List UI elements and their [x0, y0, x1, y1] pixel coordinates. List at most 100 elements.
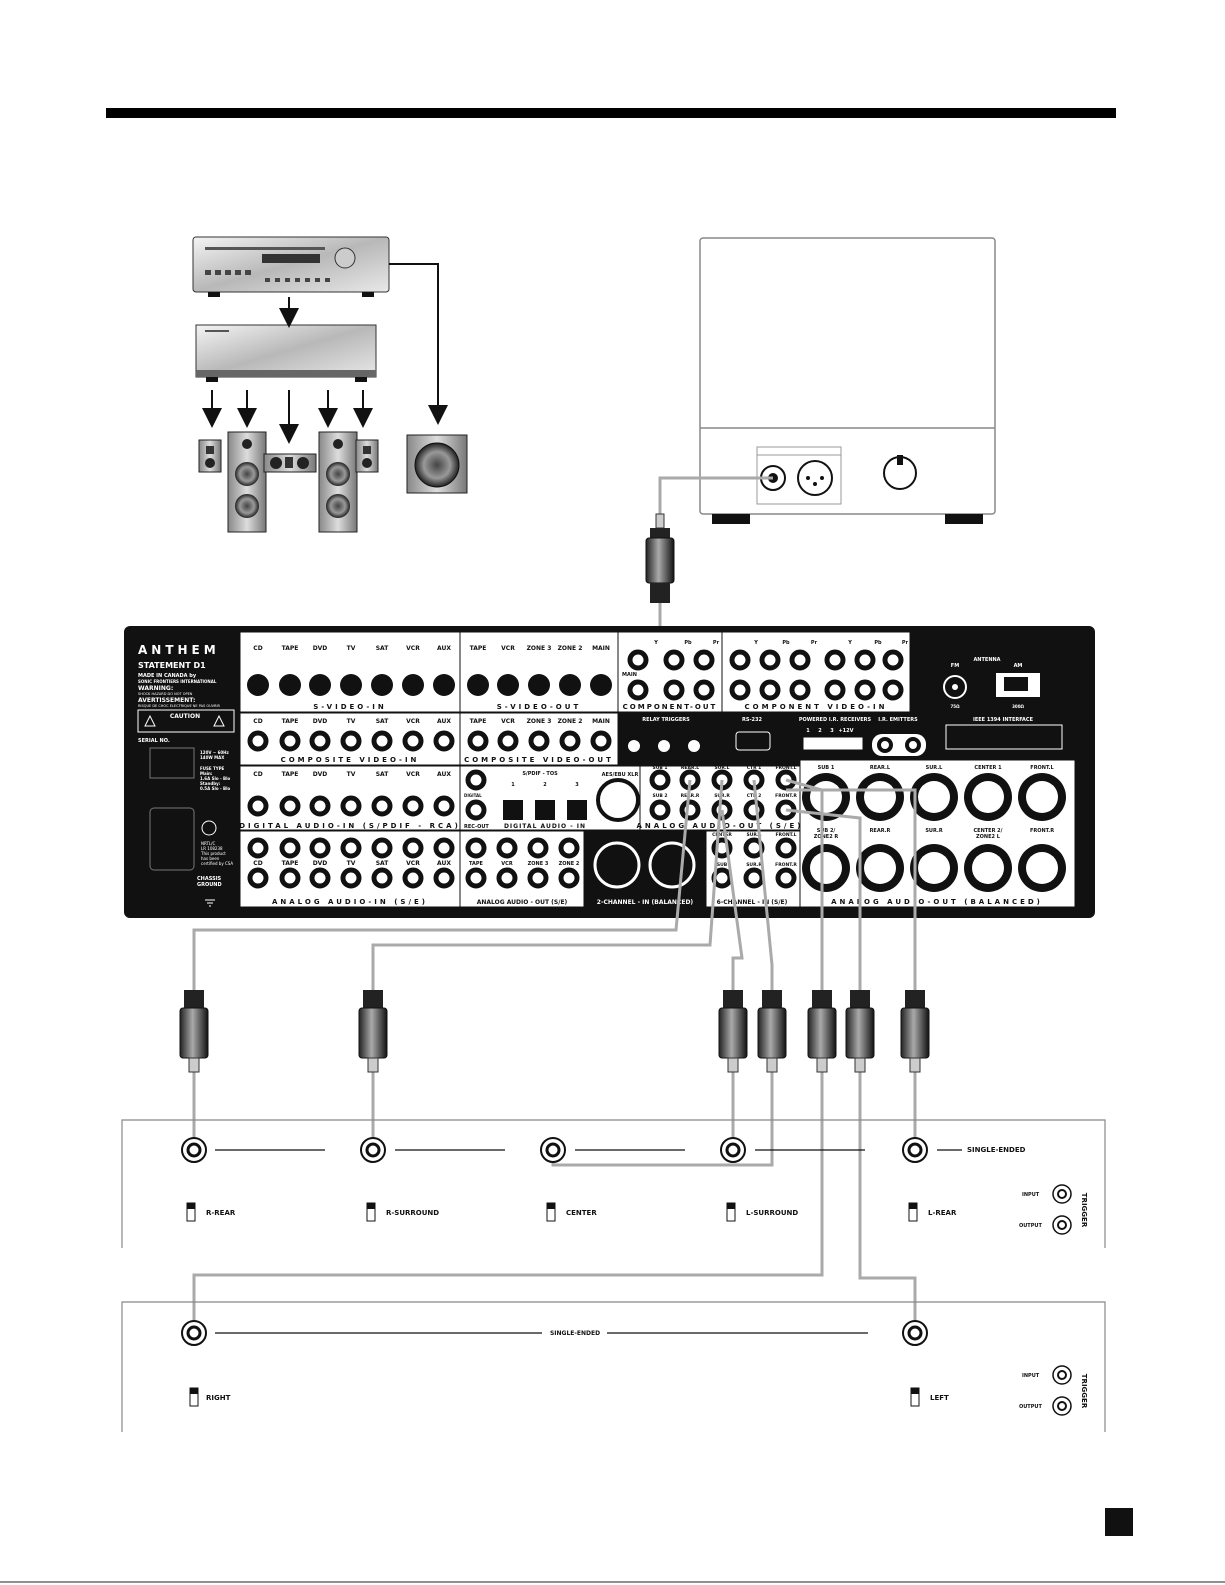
svg-text:AUX: AUX	[437, 718, 451, 725]
amp2-trigger-label: TRIGGER	[1080, 1374, 1088, 1409]
svg-text:VCR: VCR	[501, 861, 513, 867]
svg-text:CD: CD	[253, 718, 262, 725]
serial-label: SERIAL NO.	[138, 738, 170, 744]
composite-out-label: COMPOSITE VIDEO-OUT	[464, 756, 614, 764]
svg-text:SAT: SAT	[376, 718, 389, 725]
svg-text:DVD: DVD	[313, 718, 328, 725]
ir-emitters-label: I.R. EMITTERS	[878, 717, 918, 723]
svg-text:2: 2	[818, 728, 822, 734]
svg-text:CENTER 1: CENTER 1	[974, 765, 1002, 771]
svg-text:CD: CD	[253, 860, 262, 867]
svg-text:DVD: DVD	[313, 860, 328, 867]
svg-text:TAPE: TAPE	[282, 718, 299, 725]
svg-text:CTR 2: CTR 2	[747, 793, 762, 799]
svideo-out-label: S-VIDEO-OUT	[497, 703, 581, 711]
svg-text:VCR: VCR	[406, 771, 420, 778]
svg-text:L-SURROUND: L-SURROUND	[746, 1209, 798, 1217]
svg-text:DVD: DVD	[313, 645, 328, 652]
ieee-label: IEEE 1394 INTERFACE	[973, 717, 1034, 723]
svg-text:+12V: +12V	[838, 728, 853, 734]
component-main-label: MAIN	[622, 672, 637, 678]
svg-text:LEFT: LEFT	[930, 1394, 949, 1402]
preamp-illustration	[192, 236, 390, 297]
svideo-out-jacks	[467, 674, 612, 696]
svg-text:FRONT.R: FRONT.R	[1030, 828, 1054, 834]
svg-text:3: 3	[575, 782, 579, 788]
svg-text:SUR.L: SUR.L	[714, 765, 729, 771]
relay-trigger-jacks	[624, 736, 704, 756]
svg-text:SAT: SAT	[376, 645, 389, 652]
toslink-jacks	[503, 800, 587, 820]
am-label: AM	[1014, 663, 1023, 669]
digital-in-label: DIGITAL AUDIO-IN (S/PDIF - RCA)	[239, 822, 461, 830]
rec-out-label: REC-OUT	[464, 824, 489, 830]
svg-text:L-REAR: L-REAR	[928, 1209, 957, 1217]
six-channel-label: 6-CHANNEL - IN (S/E)	[717, 899, 788, 906]
receiver-back-panel: ANTHEM STATEMENT D1 MADE IN CANADA by SO…	[124, 626, 1095, 918]
amp1-trigger-label: TRIGGER	[1080, 1193, 1088, 1228]
svg-text:REAR.L: REAR.L	[870, 765, 891, 771]
svg-text:SUB 1: SUB 1	[818, 765, 835, 771]
svg-text:3: 3	[830, 728, 834, 734]
svg-text:R-REAR: R-REAR	[206, 1209, 236, 1217]
svg-text:Y: Y	[847, 640, 852, 646]
svg-text:FRONT.L: FRONT.L	[775, 765, 796, 771]
analog-out-balanced-label: ANALOG AUDIO-OUT (BALANCED)	[831, 898, 1043, 906]
svg-text:CENTER: CENTER	[566, 1209, 597, 1217]
svg-text:SAT: SAT	[376, 771, 389, 778]
tos-number-labels: 1 2 3	[511, 782, 579, 788]
svg-text:ZONE 2: ZONE 2	[559, 861, 580, 867]
speaker-set-illustration	[198, 431, 468, 533]
svg-text:TV: TV	[347, 860, 356, 867]
warning-text: SHOCK HAZARD DO NOT OPEN	[138, 692, 193, 696]
fm-label: FM	[951, 663, 959, 669]
svg-text:ZONE 3: ZONE 3	[527, 645, 552, 652]
aes-ebu-label: AES/EBU XLR	[602, 772, 639, 778]
svg-text:ZONE 3: ZONE 3	[527, 718, 552, 725]
svg-text:TAPE: TAPE	[282, 860, 299, 867]
avertissement-text: RISQUE DE CHOC ELECTRIQUE NE PAS OUVRIR	[138, 704, 221, 708]
header-rule	[106, 108, 1116, 118]
amp2-output-label: OUTPUT	[1019, 1404, 1042, 1410]
svg-text:DVD: DVD	[313, 771, 328, 778]
svg-text:1: 1	[511, 782, 515, 788]
svg-text:TAPE: TAPE	[470, 718, 487, 725]
model-label: STATEMENT D1	[138, 661, 206, 670]
svg-text:SUR.L: SUR.L	[926, 765, 944, 771]
maker-label: SONIC FRONTIERS INTERNATIONAL	[138, 679, 217, 684]
subwoofer-back-panel	[699, 237, 996, 524]
svg-text:Y: Y	[653, 640, 658, 646]
svg-text:SUR.R: SUR.R	[746, 862, 762, 868]
svg-text:CD: CD	[253, 645, 262, 652]
svg-text:FRONT.R: FRONT.R	[775, 793, 797, 799]
svg-text:TAPE: TAPE	[470, 645, 487, 652]
svg-text:SUR.R: SUR.R	[925, 828, 943, 834]
svg-text:CD: CD	[253, 771, 262, 778]
amp-to-speaker-arrows	[202, 390, 373, 444]
svg-text:AUX: AUX	[437, 860, 451, 867]
svg-text:VCR: VCR	[406, 860, 420, 867]
digital-label: DIGITAL	[464, 793, 482, 798]
svg-text:REAR.L: REAR.L	[681, 765, 699, 771]
spdif-tos-label: S/PDIF - TOS	[522, 771, 558, 777]
amp1-switches	[186, 1202, 918, 1222]
svg-text:CTR 1: CTR 1	[747, 765, 762, 771]
svg-text:TV: TV	[347, 718, 356, 725]
rca-jacks	[247, 649, 904, 889]
powered-ir-label: POWERED I.R. RECEIVERS	[799, 717, 872, 723]
svg-text:ZONE 2: ZONE 2	[558, 718, 583, 725]
rs232-label: RS-232	[742, 717, 762, 723]
relay-triggers-label: RELAY TRIGGERS	[642, 717, 690, 723]
svg-text:2: 2	[543, 782, 547, 788]
amp1-single-ended-label: SINGLE-ENDED	[967, 1146, 1026, 1154]
made-in-label: MADE IN CANADA by	[138, 673, 197, 679]
svg-text:MAIN: MAIN	[592, 645, 610, 652]
svg-text:FRONT.L: FRONT.L	[775, 832, 796, 838]
